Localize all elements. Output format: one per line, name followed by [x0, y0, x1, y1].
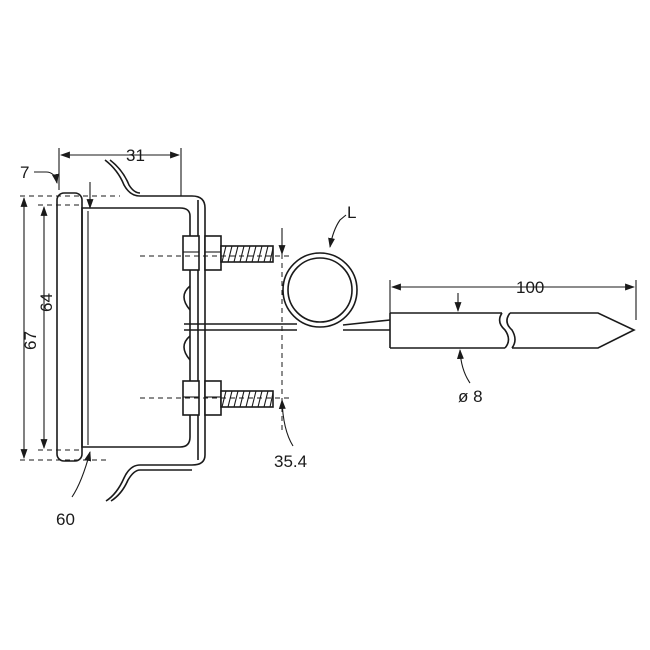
sensor-probe — [389, 312, 636, 349]
dim-100-label: 100 — [516, 278, 544, 297]
dim-64-label: 64 — [37, 293, 56, 312]
dim-31-label: 31 — [126, 146, 145, 165]
dim-diameter-8-label: ø 8 — [458, 387, 483, 406]
dim-60-label: 60 — [56, 510, 75, 529]
upper-stud-nut — [182, 235, 274, 271]
extension-lines — [20, 148, 637, 461]
dim-35-4-label: 35.4 — [274, 452, 307, 471]
dimension-lines — [20, 151, 635, 498]
dim-7-label: 7 — [20, 163, 29, 182]
dim-l-label: L — [347, 203, 356, 222]
dim-67-label: 67 — [21, 331, 40, 350]
body-bosses — [183, 285, 191, 361]
dimension-labels: 7 31 67 64 60 35.4 L 100 ø 8 — [20, 146, 544, 529]
front-flange — [56, 192, 83, 462]
housing-body — [81, 207, 191, 448]
capillary-tube — [184, 252, 391, 331]
